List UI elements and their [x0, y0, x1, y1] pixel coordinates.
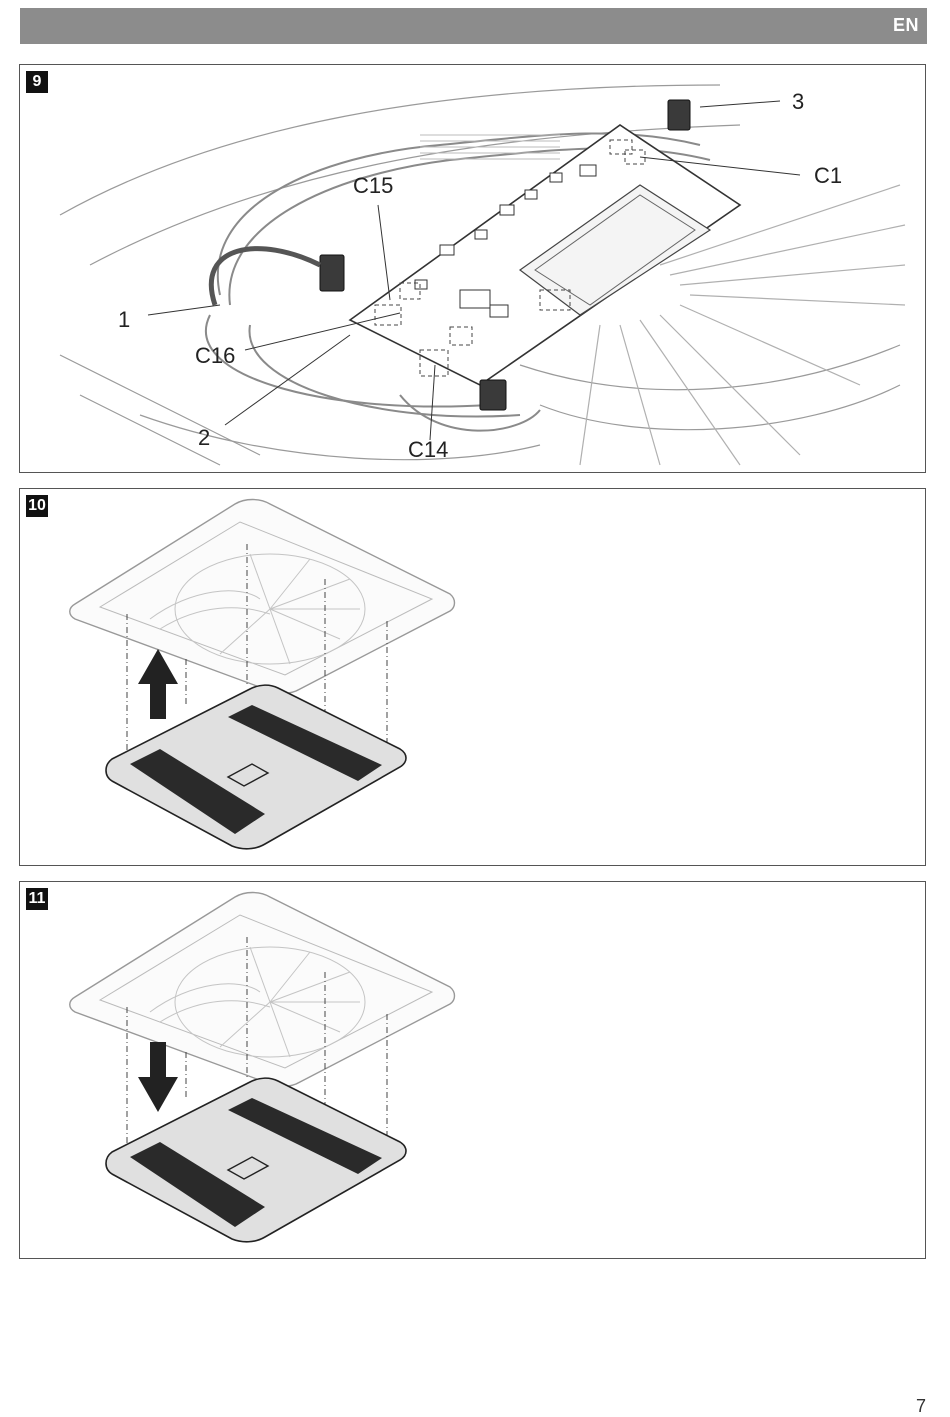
- figure-9-panel: 3 C1 C15 1 C16 2 C14 9: [19, 64, 926, 473]
- figure-10-illustration: [20, 489, 926, 866]
- callout-c14: C14: [408, 437, 448, 462]
- callout-1: 1: [118, 307, 130, 332]
- figure-9-badge: 9: [26, 71, 48, 93]
- figure-11-badge: 11: [26, 888, 48, 910]
- callout-2: 2: [198, 425, 210, 450]
- callout-c15: C15: [353, 173, 393, 198]
- figure-10-badge: 10: [26, 495, 48, 517]
- header-bar: EN: [20, 8, 927, 44]
- callout-c16: C16: [195, 343, 235, 368]
- language-label: EN: [893, 15, 919, 36]
- figure-10-panel: 10: [19, 488, 926, 866]
- figure-9-illustration: 3 C1 C15 1 C16 2 C14: [20, 65, 926, 473]
- figure-11-panel: 11: [19, 881, 926, 1259]
- callout-3: 3: [792, 89, 804, 114]
- figure-11-illustration: [20, 882, 926, 1259]
- page-number: 7: [916, 1396, 926, 1417]
- callout-c1: C1: [814, 163, 842, 188]
